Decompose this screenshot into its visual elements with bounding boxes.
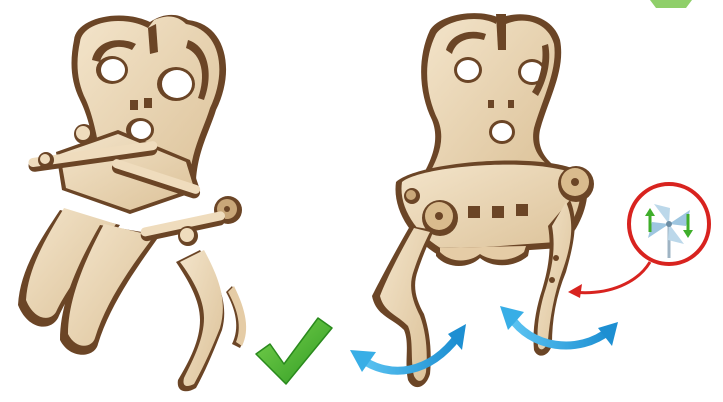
pinwheel-callout bbox=[568, 184, 709, 298]
right-gear-icon bbox=[558, 166, 594, 202]
left-front-finger bbox=[176, 250, 246, 391]
right-lower-fingers bbox=[436, 246, 530, 266]
left-back-legs bbox=[18, 208, 160, 355]
check-icon bbox=[256, 318, 332, 384]
corner-tab bbox=[650, 0, 692, 8]
curved-double-arrow-icon-right bbox=[500, 306, 618, 346]
right-robot-figure bbox=[372, 13, 594, 387]
left-robot-figure bbox=[18, 15, 246, 391]
right-head-plate bbox=[420, 13, 561, 180]
